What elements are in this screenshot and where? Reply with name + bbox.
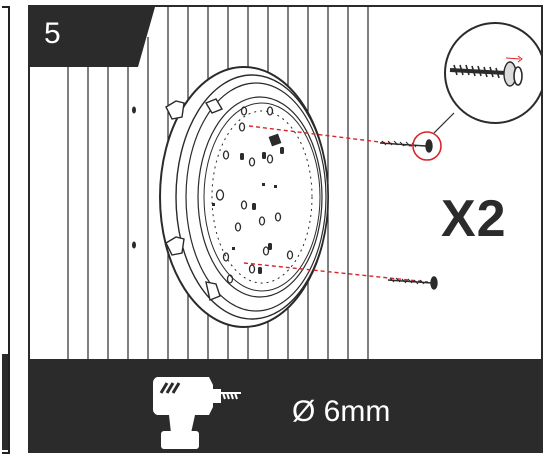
- screw-detail-callout: [444, 22, 541, 124]
- drill-icon: [153, 377, 241, 449]
- mounting-tabs: [165, 98, 224, 301]
- base-plate-slots: [212, 147, 284, 274]
- screw-upper: [379, 139, 433, 153]
- step-number: 5: [44, 17, 61, 50]
- step-badge: [30, 7, 155, 67]
- tool-bar: Ø 6mm: [30, 359, 541, 451]
- screw-head-highlight: [412, 131, 442, 161]
- quantity-label: X2: [441, 190, 507, 248]
- mounting-diagram: [67, 7, 541, 359]
- terminal-block: [268, 133, 282, 147]
- light-fixture-base: [159, 66, 329, 328]
- base-plate-rim: [211, 110, 313, 284]
- previous-panel-border: [2, 6, 10, 454]
- previous-panel-footer: [2, 354, 8, 450]
- callout-connector: [433, 112, 455, 134]
- instruction-panel: 5 X2 Ø 6mm: [28, 5, 543, 453]
- screw-lower: [387, 276, 438, 290]
- base-plate-holes: [215, 106, 294, 284]
- previous-panel-edge: [0, 0, 12, 458]
- wall-holes: [132, 106, 136, 249]
- drill-bit-size: Ø 6mm: [292, 395, 391, 428]
